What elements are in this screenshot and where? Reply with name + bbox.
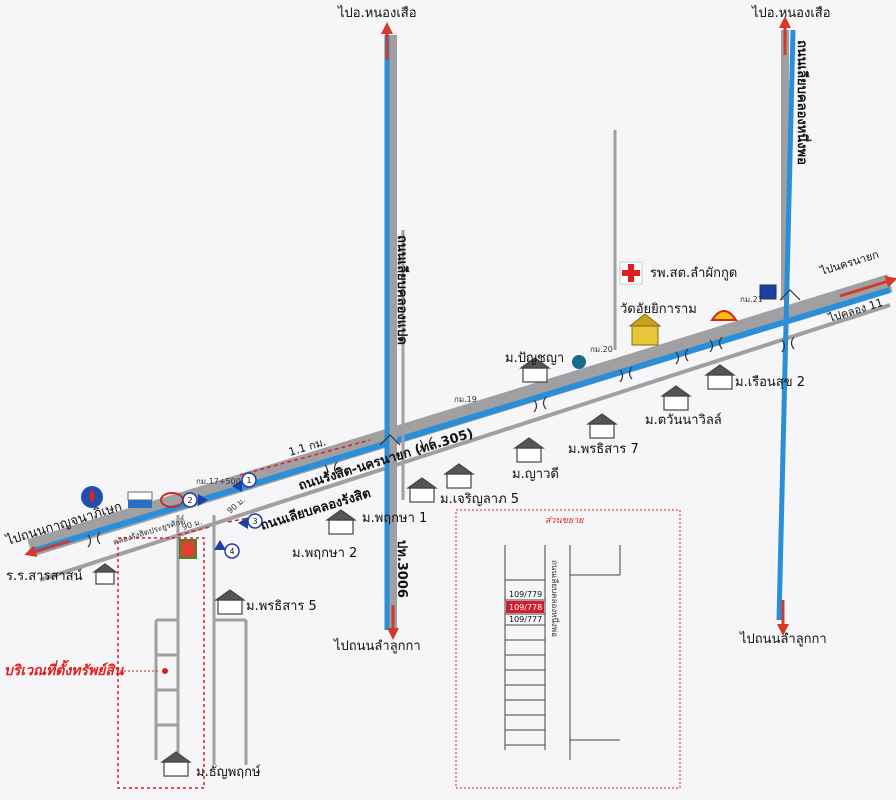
distance-line-90a — [177, 526, 211, 536]
village-pruksa1: ม.พฤกษา 1 — [362, 511, 427, 526]
shop-icon — [179, 539, 197, 559]
inset-frame — [455, 509, 681, 789]
junction-glyphs — [87, 289, 801, 548]
distance-line-11 — [239, 439, 371, 476]
lot-109-778: 109/778 — [509, 603, 542, 612]
property-dot — [162, 668, 168, 674]
village-tawan: ม.ตวันนาวิลล์ — [645, 412, 722, 428]
marker-1: 1 — [232, 472, 257, 492]
village-pruksa2: ม.พฤกษา 2 — [292, 546, 357, 561]
village-pornsiri5: ม.พรธิสาร 5 — [246, 599, 317, 614]
village-tanya: ม.ธัญพฤกษ์ — [196, 764, 261, 780]
temple-icon — [628, 313, 662, 346]
south-right-label: ไปถนนลำลูกกา — [739, 631, 827, 647]
east-arrow-top — [839, 276, 896, 298]
village-yanawadee: ม.ญาวดี — [512, 466, 559, 482]
lot-109-779: 109/779 — [509, 590, 542, 599]
svg-text:1: 1 — [246, 476, 251, 485]
west-arrow — [24, 539, 71, 558]
km17-label: กม.17+500 — [196, 477, 241, 486]
marker-4: 4 — [214, 540, 240, 559]
service-icon — [572, 355, 586, 369]
hospital-label: รพ.สต.ลำผักกูด — [650, 266, 737, 281]
lot-109-777: 109/777 — [509, 615, 542, 624]
east-top-label: ไปนครนายก — [818, 248, 880, 278]
nongpho-road-blue — [776, 29, 796, 621]
inset-title: ส่วนขยาย — [545, 516, 584, 526]
road-3006-label: ปท.3006 — [394, 540, 409, 598]
shell-icon — [710, 310, 738, 321]
distance-line-90b — [227, 517, 249, 523]
nongpho-road-label: ถนนเลียบคลองหนึ่งพอ — [794, 40, 812, 165]
south-center-label: ไปถนนลำลูกกา — [333, 638, 421, 654]
marker-3: 3 — [238, 513, 263, 529]
svg-text:3: 3 — [252, 517, 257, 526]
km19-label: กม.19 — [454, 395, 477, 404]
fuel-icon — [759, 284, 777, 300]
property-area-label: บริเวณที่ตั้งทรัพย์สิน — [4, 659, 125, 679]
rangsit-canal — [29, 287, 891, 555]
village-ruensuk: ม.เรือนสุข 2 — [735, 374, 805, 390]
km21-label: กม.21 — [740, 295, 763, 304]
hospital-icon — [619, 261, 643, 285]
main-highway — [27, 274, 893, 557]
village-punya: ม.ปัญชญา — [505, 351, 564, 366]
km20-label: กม.20 — [590, 345, 613, 354]
village-pornsiri7: ม.พรธิสาร 7 — [568, 442, 639, 457]
road-8-label: ถนนเลียบคลองแปด — [394, 235, 410, 345]
highlight-lot — [506, 601, 544, 613]
marker-2: 2 — [182, 492, 208, 508]
north-right-label: ไปอ.หนองเสือ — [751, 5, 831, 21]
property-boundary — [117, 537, 205, 789]
village-jaroen: ม.เจริญลาภ 5 — [440, 492, 519, 507]
inset-road-label: ถนนเลียบคลองหนึ่งพอ — [550, 560, 561, 637]
svg-text:4: 4 — [229, 547, 234, 556]
svg-text:2: 2 — [187, 496, 192, 505]
school-label: ร.ร.สารสาสน์ — [6, 568, 83, 584]
inset-lots — [504, 545, 621, 760]
village-icons — [92, 357, 736, 777]
gas-station-icon — [81, 486, 103, 508]
temple-label: วัดอัยยิการาม — [620, 302, 697, 317]
bank-icon — [127, 491, 153, 508]
north-left-label: ไปอ.หนองเสือ — [337, 5, 417, 21]
